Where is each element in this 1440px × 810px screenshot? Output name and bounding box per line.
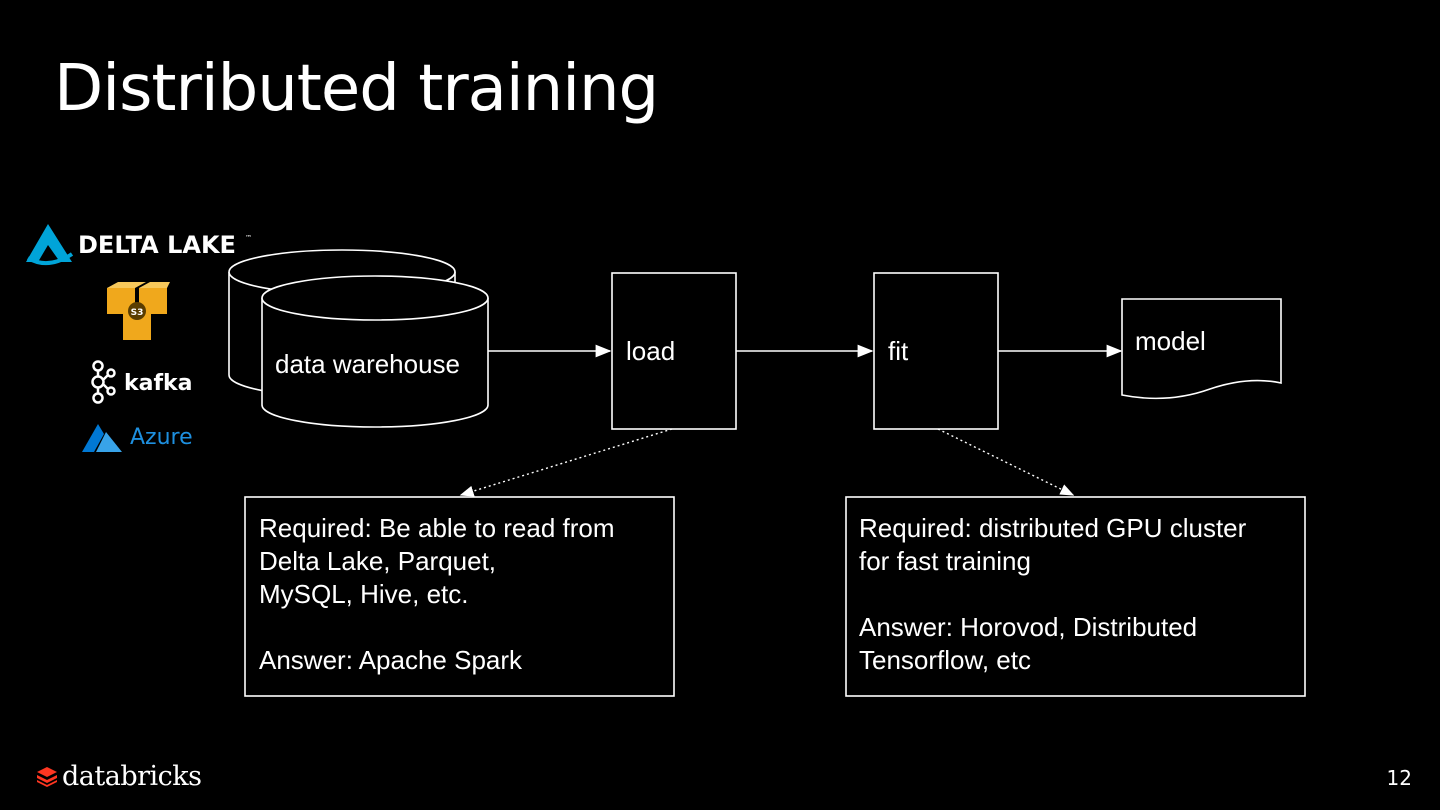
note-left-line: MySQL, Hive, etc. bbox=[259, 579, 469, 609]
kafka-text: kafka bbox=[124, 371, 193, 396]
s3-logo: S3 bbox=[107, 282, 170, 340]
slide-title: Distributed training bbox=[54, 52, 659, 126]
delta-wave-icon bbox=[26, 252, 74, 266]
note-box-right bbox=[845, 496, 1306, 697]
note-box-left bbox=[244, 496, 675, 697]
delta-lake-text: DELTA LAKE bbox=[78, 231, 236, 259]
azure-icon bbox=[82, 424, 104, 452]
fit-box bbox=[873, 272, 999, 430]
note-left-line: Answer: Apache Spark bbox=[259, 645, 523, 675]
page-number: 12 bbox=[1386, 766, 1412, 790]
dotted-connector-load bbox=[459, 428, 673, 497]
delta-lake-logo: DELTA LAKE ™ bbox=[26, 224, 252, 266]
databricks-icon bbox=[37, 767, 57, 787]
azure-logo: Azure bbox=[82, 424, 193, 452]
note-left-text: Required: Be able to read from Delta Lak… bbox=[259, 513, 622, 675]
warehouse-cylinder-front bbox=[261, 275, 489, 428]
delta-triangle-icon bbox=[26, 224, 72, 262]
kafka-icon bbox=[91, 360, 116, 404]
load-label: load bbox=[626, 336, 675, 366]
dotted-connector-fit bbox=[937, 428, 1075, 496]
s3-bucket-icon bbox=[128, 302, 146, 320]
note-right-line: Answer: Horovod, Distributed bbox=[859, 612, 1197, 642]
fit-label: fit bbox=[888, 336, 909, 366]
model-label: model bbox=[1135, 326, 1206, 356]
databricks-text: databricks bbox=[62, 760, 202, 792]
note-left-line: Required: Be able to read from bbox=[259, 513, 615, 543]
note-right-text: Required: distributed GPU cluster for fa… bbox=[859, 513, 1254, 675]
model-document bbox=[1121, 298, 1282, 400]
note-right-line: Required: distributed GPU cluster bbox=[859, 513, 1247, 543]
note-left-line: Delta Lake, Parquet, bbox=[259, 546, 496, 576]
azure-text: Azure bbox=[130, 425, 193, 450]
kafka-logo: kafka bbox=[91, 360, 193, 404]
databricks-logo: databricks bbox=[36, 760, 202, 792]
delta-tm-mark: ™ bbox=[245, 234, 252, 242]
load-box bbox=[611, 272, 737, 430]
s3-text: S3 bbox=[131, 308, 144, 318]
warehouse-label: data warehouse bbox=[275, 349, 460, 379]
note-right-line: Tensorflow, etc bbox=[859, 645, 1031, 675]
note-right-line: for fast training bbox=[859, 546, 1031, 576]
